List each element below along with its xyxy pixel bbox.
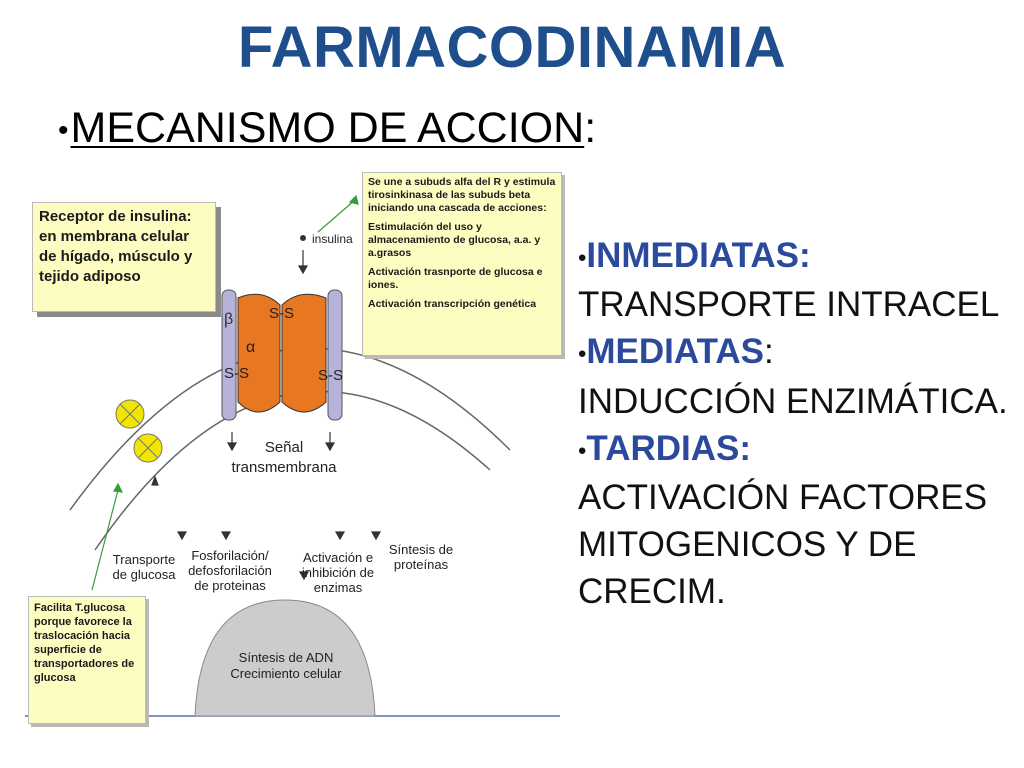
nucleus-shape (194, 599, 376, 717)
beta-subunit-right (327, 289, 343, 421)
effect-separator: : (764, 332, 774, 372)
slide-title: FARMACODINAMIA (237, 15, 787, 80)
effect-heading: INMEDIATAS: (586, 236, 811, 275)
protein-synthesis-label: Síntesis de proteínas (388, 542, 454, 572)
subunit-note-line: Estimulación del uso y almacenamiento de… (368, 221, 541, 259)
alpha-subunit-right (281, 293, 327, 413)
effect-body: TRANSPORTE INTRACEL (578, 285, 1000, 325)
transport-note-box: Facilita T.glucosa porque favorece la tr… (28, 596, 146, 724)
insulin-label: insulina (312, 232, 353, 246)
subunit-note-box: Se une a subuds alfa del R y estimula ti… (362, 172, 562, 356)
list-item: •TARDIAS: ACTIVACIÓN FACTORES MITOGENICO… (578, 425, 1018, 615)
subunit-note-line: Activación transcripción genética (368, 298, 537, 310)
list-item: •INMEDIATAS: TRANSPORTE INTRACEL (578, 232, 1018, 328)
bullet-icon: • (578, 436, 587, 464)
cell-growth-label: Crecimiento celular (230, 666, 342, 681)
glucose-transporter-icon (115, 399, 163, 463)
alpha-subunit-left (237, 293, 281, 413)
enzyme-activation-label: Activación e inhibición de enzimas (301, 550, 375, 595)
effects-list: •INMEDIATAS: TRANSPORTE INTRACEL •MEDIAT… (578, 232, 1018, 615)
effect-body: INDUCCIÓN ENZIMÁTICA. (578, 381, 1008, 421)
beta-label: β (224, 311, 234, 328)
mechanism-heading-colon: : (584, 104, 597, 152)
beta-subunit-left (221, 289, 237, 421)
effect-heading: TARDIAS: (586, 428, 752, 468)
transmembrane-signal-label: Señal transmembrana (231, 439, 337, 476)
signal-arrows (151, 250, 382, 581)
list-item: •MEDIATAS: INDUCCIÓN ENZIMÁTICA. (578, 328, 1018, 424)
dna-synthesis-label: Síntesis de ADN (238, 650, 334, 665)
mechanism-heading: •MECANISMO DE ACCION: (58, 104, 596, 153)
subunit-note-line: Se une a subuds alfa del R y estimula ti… (368, 176, 556, 214)
bullet-icon: • (58, 113, 69, 147)
effect-heading: MEDIATAS (586, 332, 764, 372)
disulfide-label: S-S (224, 365, 250, 382)
bullet-icon: • (578, 244, 587, 272)
phosphorylation-label: Fosforilación/ defosforilación de protei… (188, 548, 272, 593)
subunit-note-line: Activación trasnporte de glucosa e iones… (368, 266, 543, 291)
mechanism-heading-text: MECANISMO DE ACCION (70, 104, 585, 152)
effect-body: ACTIVACIÓN FACTORES MITOGENICOS Y DE CRE… (578, 477, 988, 611)
diagram-drawing (25, 194, 560, 717)
receptor-note-box: Receptor de insulina: en membrana celula… (32, 202, 216, 312)
disulfide-label: S-S (318, 367, 344, 384)
glucose-transport-label: Transporte de glucosa (112, 552, 176, 582)
insulin-dot (300, 235, 306, 241)
pointer-arrows (91, 194, 359, 591)
disulfide-label: S-S (269, 305, 295, 322)
bullet-icon: • (578, 340, 587, 368)
alpha-label: α (246, 339, 256, 356)
insulin-receptor-diagram: Receptor de insulina: en membrana celula… (0, 170, 562, 730)
